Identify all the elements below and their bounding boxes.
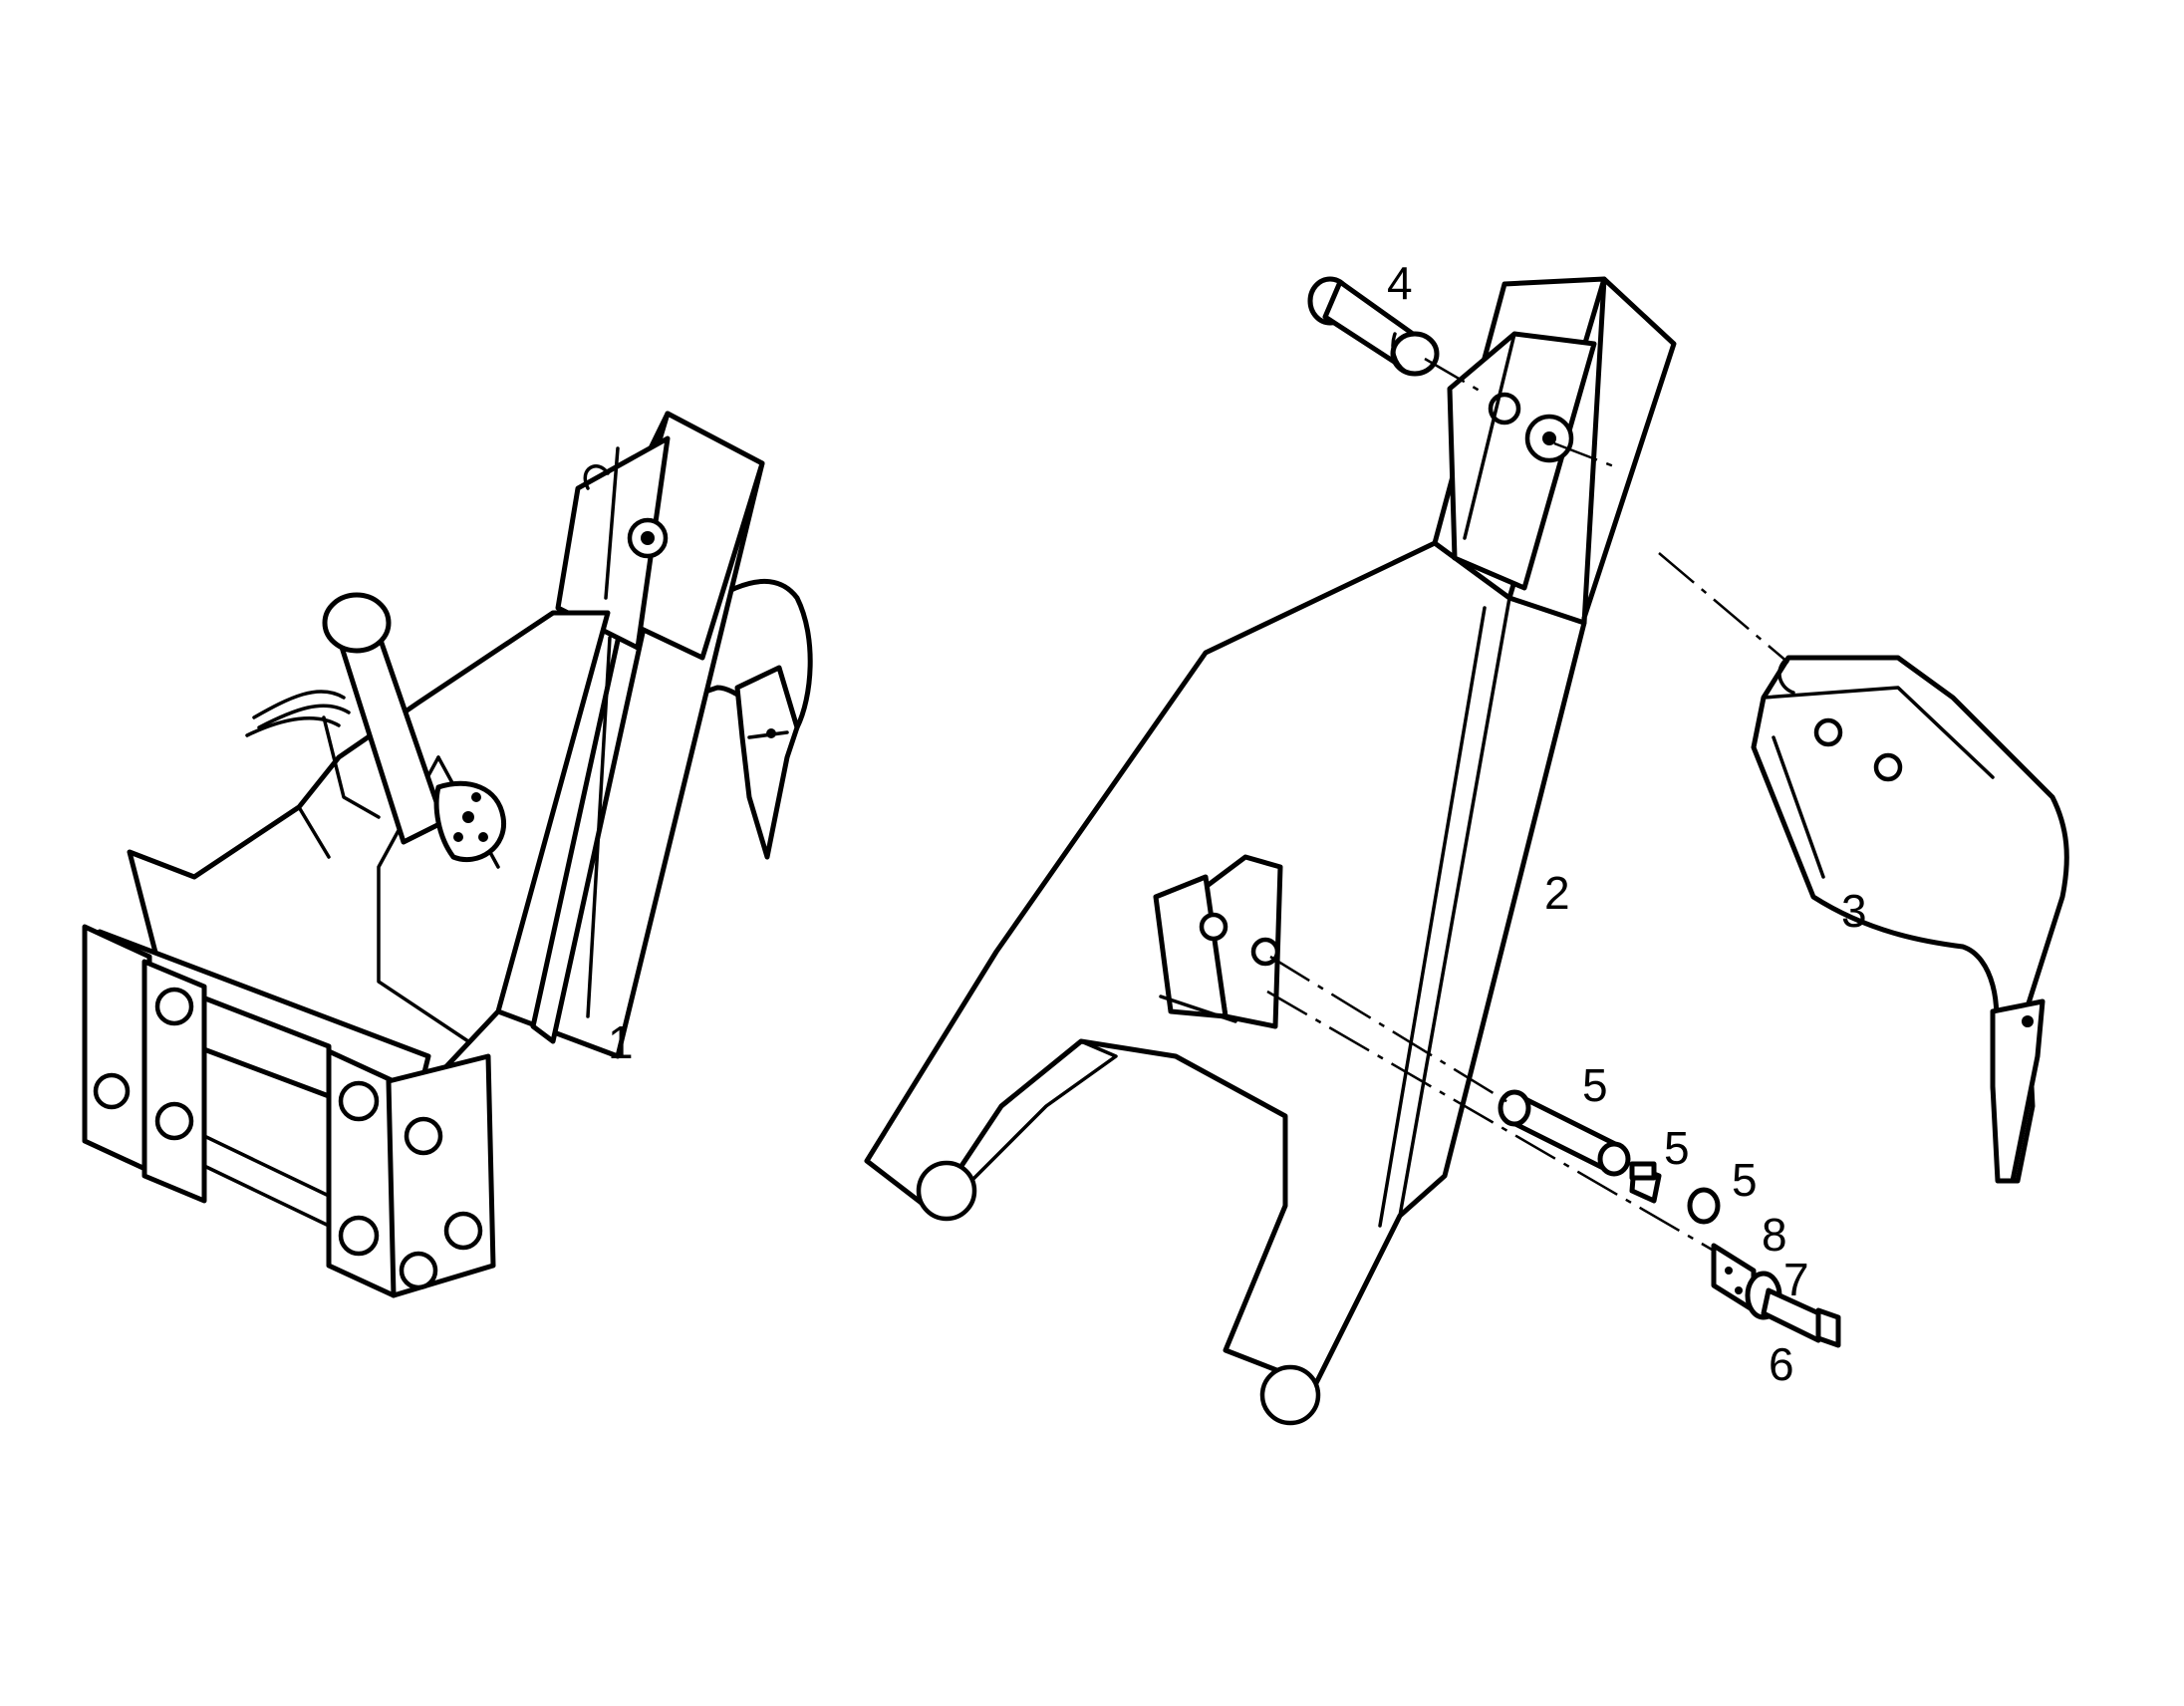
ripper-assembly-1: 1: [82, 411, 813, 1298]
callout-5c: 5: [1732, 1154, 1758, 1206]
pin-part-4: 4: [1307, 257, 1440, 377]
callout-8: 8: [1762, 1209, 1787, 1261]
assembly-top-mount: [555, 411, 765, 661]
assembly-cylinder: [245, 592, 506, 863]
hardware-parts: 5 5 5 8 7 6: [1498, 1059, 1841, 1390]
leader-lines: [1266, 357, 1789, 1253]
callout-1: 1: [608, 1016, 634, 1068]
assembly-side-plates: [82, 924, 496, 1298]
callout-5b: 5: [1664, 1122, 1690, 1174]
ripper-frame-part-2: 2: [864, 276, 1677, 1426]
callout-6: 6: [1769, 1338, 1794, 1390]
callout-7: 7: [1783, 1254, 1809, 1305]
callout-2: 2: [1544, 867, 1570, 919]
callout-4: 4: [1387, 257, 1413, 309]
callout-3: 3: [1841, 885, 1867, 937]
shank-part-3: 3: [1751, 655, 2069, 1184]
callout-5a: 5: [1582, 1059, 1608, 1111]
